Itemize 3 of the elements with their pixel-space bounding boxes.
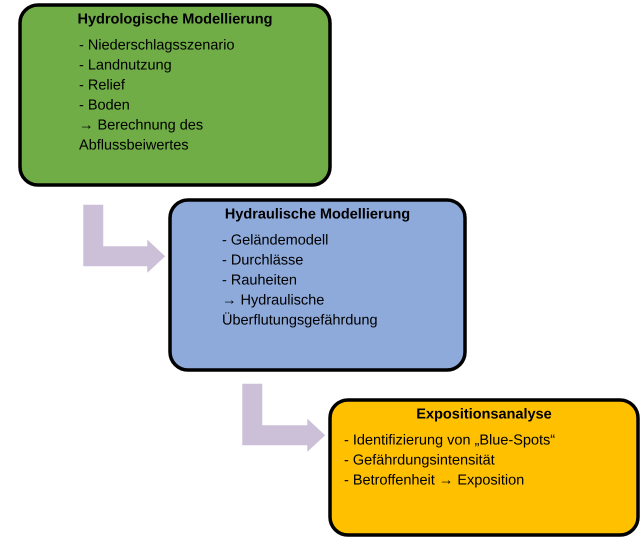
process-box: Expositionsanalyse - Identifizierung von „Blue-Spots“ - Gefährdungsintensität - Betroffenheit → Exposition: [328, 398, 640, 537]
process-box: Hydrologische Modellierung - Niederschlagsszenario - Landnutzung - Relief - Boden → Berechnung des Abflussbeiwertes: [18, 3, 332, 187]
process-box: Hydraulische Modellierung - Geländemodell - Durchlässe - Rauheiten → Hydraulische Überflutungsgefährdung: [168, 198, 467, 372]
